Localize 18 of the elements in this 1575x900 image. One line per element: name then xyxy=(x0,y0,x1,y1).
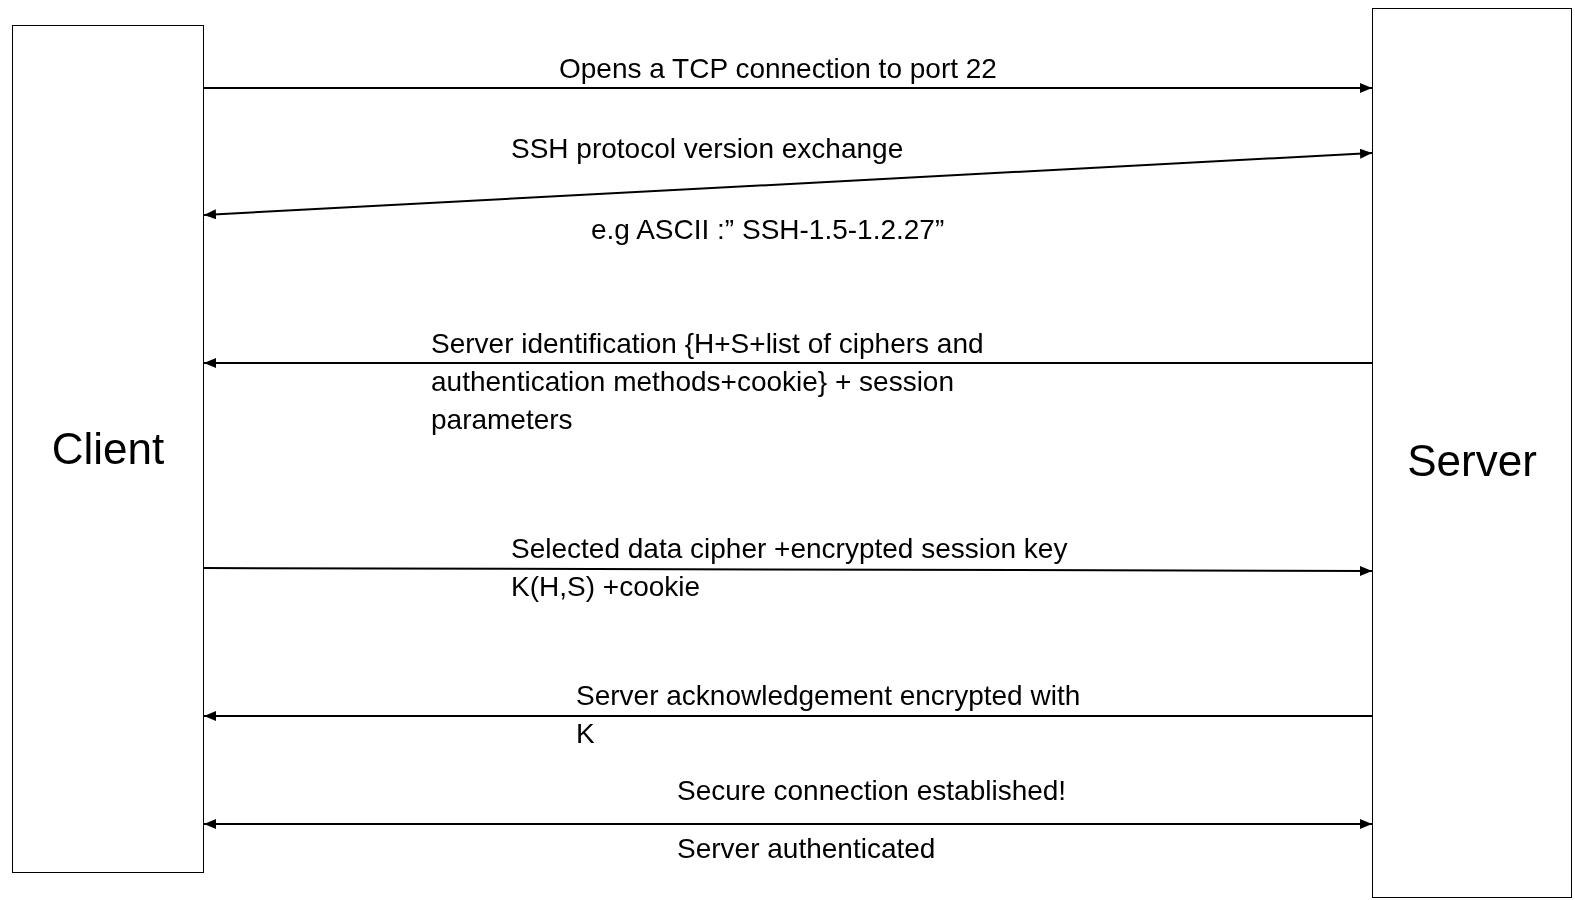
arrow xyxy=(203,819,1373,829)
edge-label: Server acknowledgement encrypted with K xyxy=(576,679,1082,751)
edge-label: Secure connection established! xyxy=(677,774,1068,808)
arrow xyxy=(203,148,1373,220)
edge-label: Opens a TCP connection to port 22 xyxy=(559,52,998,86)
edge-label: Server identification {H+S+list of ciphers and authentication methods+cookie} + session parameters xyxy=(431,327,985,437)
message-note: Server authenticated xyxy=(677,832,936,866)
participant-box xyxy=(12,25,204,873)
arrow xyxy=(203,83,1373,93)
edge-label: SSH protocol version exchange xyxy=(511,132,905,166)
edge-label: Selected data cipher +encrypted session key K(H,S) +cookie xyxy=(511,532,1069,604)
participant-box xyxy=(1372,8,1572,898)
participant-name: Client xyxy=(51,424,165,474)
participant-name: Server xyxy=(1407,435,1537,486)
arrow xyxy=(203,711,1373,721)
arrow xyxy=(203,358,1373,368)
arrow xyxy=(203,565,1373,576)
message-note: e.g ASCII :” SSH-1.5-1.2.27” xyxy=(591,213,945,247)
